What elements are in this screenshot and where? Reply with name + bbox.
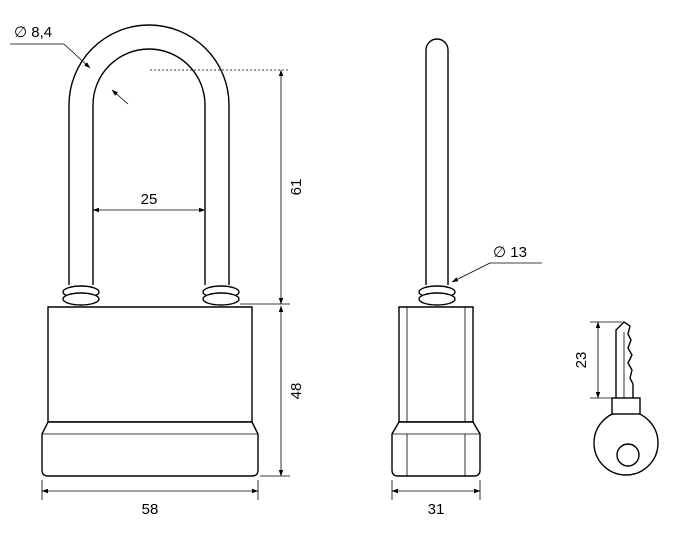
dim-shackle-height: 61 — [278, 69, 305, 305]
label-key-length: 23 — [573, 352, 590, 369]
front-body-upper — [47, 306, 253, 423]
dim-body-width: 58 — [41, 480, 259, 518]
front-body-lower — [41, 421, 259, 477]
front-view: ∅ 8,4 25 61 48 58 — [10, 24, 305, 518]
front-shackle-collar-left — [62, 285, 100, 306]
front-shackle-collar-right — [202, 285, 240, 306]
side-shackle-collar — [418, 285, 456, 306]
key-blade — [615, 321, 634, 401]
dim-key-length: 23 — [573, 321, 622, 399]
side-body-upper — [398, 306, 474, 423]
dim-shackle-inner-width: 25 — [92, 191, 206, 213]
dim-side-diameter: ∅ 13 — [451, 244, 542, 283]
side-shackle — [425, 38, 449, 285]
side-view: ∅ 13 31 — [391, 38, 542, 518]
key-hole — [616, 443, 640, 467]
dim-shackle-diameter: ∅ 8,4 — [10, 24, 129, 105]
label-shackle-diameter: ∅ 8,4 — [14, 24, 52, 41]
label-body-width: 58 — [142, 501, 159, 518]
label-side-depth: 31 — [428, 501, 445, 518]
side-body-lower — [391, 421, 481, 477]
label-shackle-inner-width: 25 — [141, 191, 158, 208]
label-shackle-height: 61 — [288, 179, 305, 196]
front-shackle — [68, 24, 230, 285]
key-view: 23 — [573, 321, 659, 476]
label-body-height: 48 — [288, 383, 305, 400]
label-side-diameter: ∅ 13 — [493, 244, 527, 261]
dim-body-height: 48 — [278, 305, 305, 477]
dim-side-depth: 31 — [391, 480, 481, 518]
